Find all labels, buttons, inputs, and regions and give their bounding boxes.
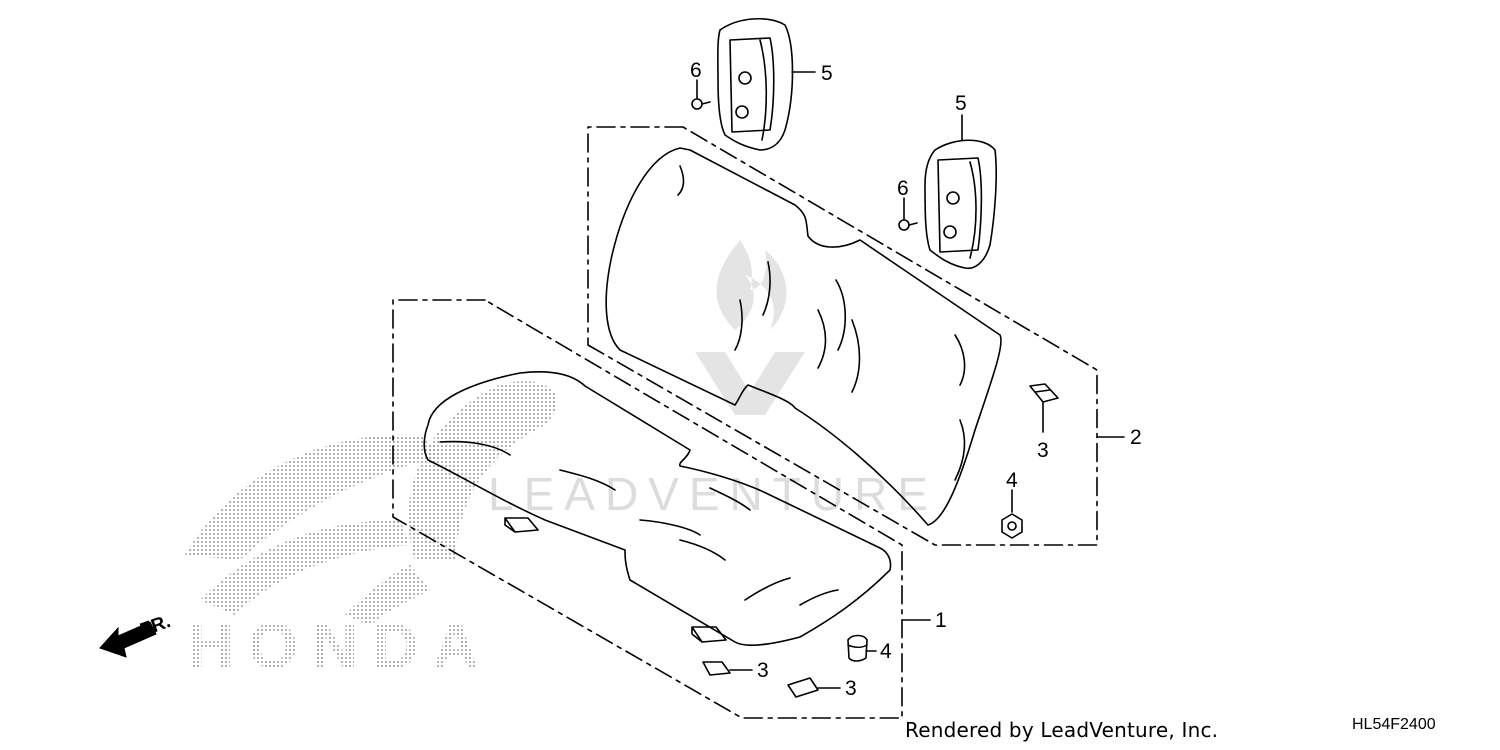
callout-2: 2 [1130, 426, 1142, 449]
callout-4-seatback: 4 [1006, 469, 1018, 492]
callout-5-right: 5 [955, 92, 967, 115]
seat-cushion [423, 371, 892, 646]
grommet-seatback [1029, 383, 1059, 403]
nut-seatback [1001, 513, 1023, 539]
diagram-code: HL54F2400 [1352, 716, 1436, 733]
bolt-right [898, 219, 918, 231]
cushion-tab-right [691, 626, 727, 643]
callout-4-cushion: 4 [880, 640, 892, 663]
front-direction-label: FR. [137, 611, 173, 641]
bolt-left [691, 98, 711, 110]
rendered-by-credit: Rendered by LeadVenture, Inc. [905, 718, 1219, 742]
callout-3-cushion-left: 3 [757, 659, 769, 682]
headrest-left [717, 17, 794, 151]
callout-1: 1 [935, 609, 947, 632]
assembly-bracket-2 [587, 126, 1098, 546]
cushion-tab-left [504, 517, 539, 533]
callout-6-left: 6 [690, 59, 702, 82]
assembly-bracket-1 [392, 299, 903, 719]
watermark-text: LEADVENTURE [488, 468, 938, 520]
callout-3-cushion-right: 3 [845, 677, 857, 700]
front-direction-arrow: FR. [99, 611, 173, 658]
callout-6-right: 6 [897, 177, 909, 200]
callout-5-left: 5 [821, 62, 833, 85]
seat-back [605, 147, 1002, 526]
grommet-cushion-left [702, 661, 731, 676]
nut-cushion [847, 634, 868, 662]
callout-3-seatback: 3 [1037, 439, 1049, 462]
honda-wing-logo: HONDA [185, 381, 558, 682]
grommet-cushion-right [787, 677, 819, 698]
honda-logo-text: HONDA [188, 610, 493, 682]
headrest-right [924, 139, 997, 270]
leadventure-watermark: LEADVENTURE [488, 240, 938, 520]
